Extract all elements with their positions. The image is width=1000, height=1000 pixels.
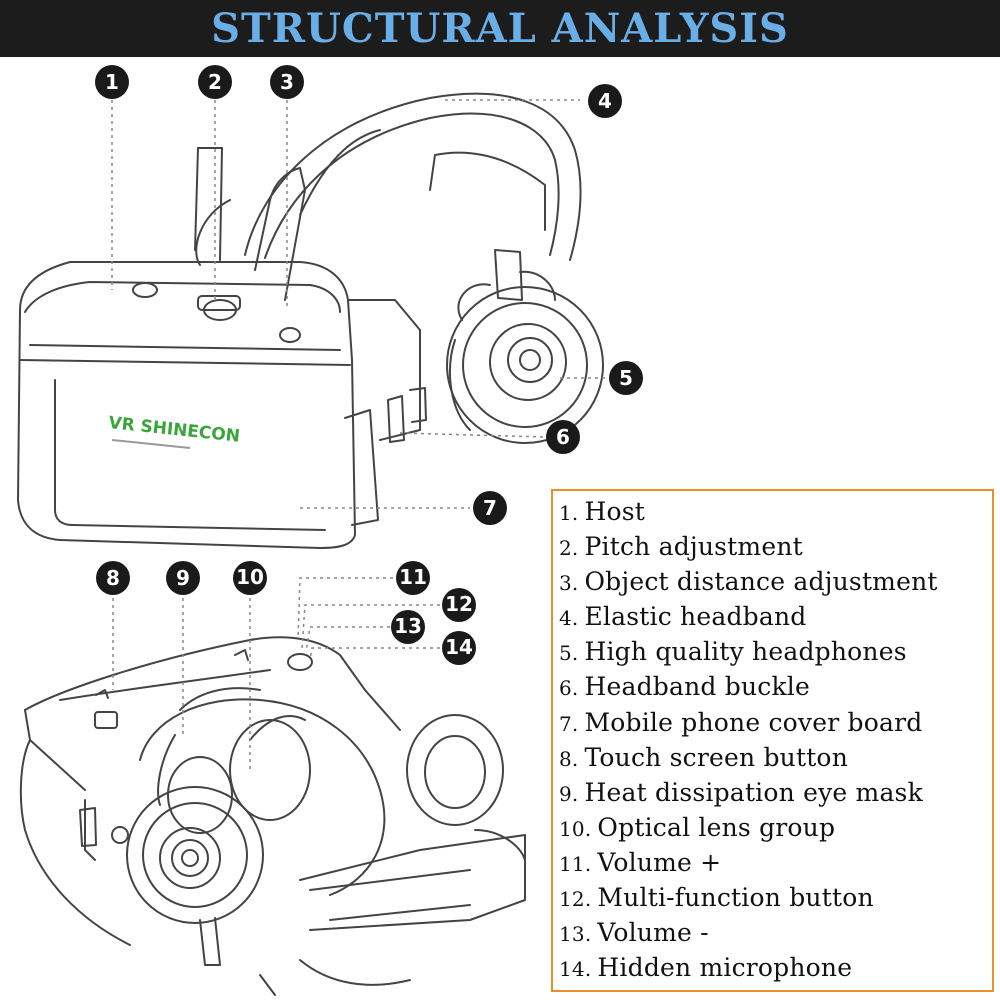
callout-6: 6 [546, 420, 580, 454]
legend-item-14: 14.Hidden microphone [559, 953, 853, 983]
leader-lines-top [111, 99, 605, 509]
legend-item-11: 11.Volume + [559, 847, 722, 877]
legend-item-3: 3.Object distance adjustment [559, 567, 938, 597]
svg-text:12: 12 [445, 592, 473, 616]
callout-10: 10 [233, 561, 267, 595]
svg-text:9: 9 [176, 566, 190, 590]
svg-text:14: 14 [445, 635, 473, 659]
legend-item-1: 1.Host [559, 497, 646, 526]
vr-headset-diagram: VR SHINECON [17, 65, 643, 996]
parts-legend: 1.Host 2.Pitch adjustment 3.Object dista… [551, 489, 994, 992]
svg-text:6: 6 [556, 425, 570, 449]
callout-11: 11 [396, 561, 430, 595]
legend-item-6: 6.Headband buckle [559, 672, 810, 702]
legend-item-7: 7.Mobile phone cover board [559, 707, 923, 737]
callout-3: 3 [270, 65, 304, 99]
legend-item-9: 9.Heat dissipation eye mask [559, 777, 923, 807]
svg-text:7: 7 [483, 496, 497, 520]
svg-text:5: 5 [619, 366, 633, 390]
header-bar: STRUCTURAL ANALYSIS [0, 0, 1000, 57]
legend-item-5: 5.High quality headphones [559, 637, 907, 667]
legend-item-8: 8.Touch screen button [559, 742, 848, 772]
callout-9: 9 [166, 561, 200, 595]
logo-subtext-line [111, 439, 191, 449]
svg-text:10: 10 [236, 565, 264, 589]
callout-1: 1 [95, 65, 129, 99]
callout-5: 5 [609, 361, 643, 395]
svg-text:13: 13 [394, 614, 422, 638]
callout-13: 13 [391, 610, 425, 644]
parts-legend-list: 1.Host 2.Pitch adjustment 3.Object dista… [553, 491, 992, 986]
svg-text:2: 2 [208, 70, 222, 94]
svg-text:11: 11 [399, 565, 427, 589]
svg-text:8: 8 [106, 566, 120, 590]
callout-14: 14 [442, 631, 476, 665]
callout-8: 8 [96, 561, 130, 595]
callout-2: 2 [198, 65, 232, 99]
legend-item-2: 2.Pitch adjustment [559, 532, 803, 562]
svg-text:4: 4 [598, 89, 612, 113]
legend-item-12: 12.Multi-function button [559, 883, 874, 913]
svg-text:3: 3 [280, 70, 294, 94]
callout-12: 12 [442, 588, 476, 622]
legend-item-13: 13.Volume - [559, 918, 709, 948]
svg-text:1: 1 [105, 70, 119, 94]
page-title: STRUCTURAL ANALYSIS [211, 5, 789, 52]
headset-rear-illustration [19, 636, 526, 996]
callout-markers: 1 2 3 4 5 6 7 8 9 10 11 12 13 14 [95, 65, 643, 665]
legend-item-10: 10.Optical lens group [559, 812, 836, 842]
legend-item-4: 4.Elastic headband [559, 602, 807, 632]
callout-4: 4 [588, 84, 622, 118]
callout-7: 7 [473, 491, 507, 525]
headset-front-illustration [17, 92, 604, 549]
leader-lines-bottom [112, 577, 440, 770]
